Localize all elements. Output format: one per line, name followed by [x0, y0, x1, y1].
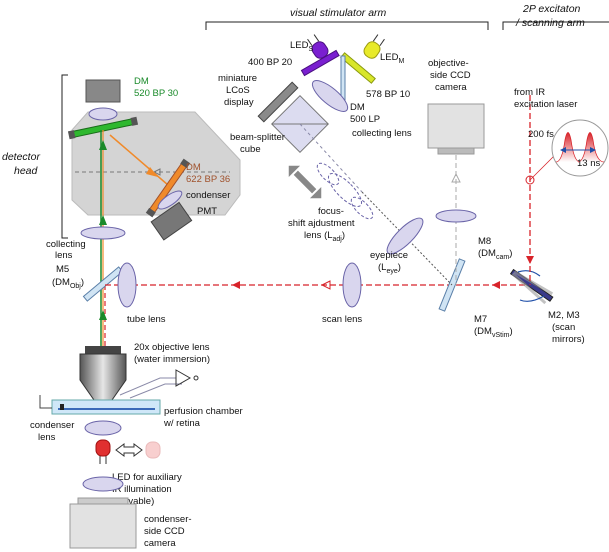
- m8-label-1: M8: [478, 236, 491, 247]
- movable-arrow: [115, 443, 143, 457]
- miniature-label-3: display: [224, 97, 254, 108]
- m5-label-2: (DMObj): [52, 277, 84, 290]
- objective-collar: [85, 346, 121, 354]
- led-ir-label-3: (movable): [112, 496, 154, 507]
- condenser-lens: [84, 420, 122, 436]
- obj-ccd-label-1: objective-: [428, 58, 469, 69]
- m8-label-2: (DMcam): [478, 248, 512, 261]
- eyepiece-lens: [386, 217, 424, 255]
- eyepiece-label-2: (Leye): [378, 262, 401, 275]
- beam-splitter-label-2: cube: [240, 144, 261, 155]
- pulse-inset: [551, 119, 609, 177]
- ir-led-icon: [95, 439, 111, 464]
- m5-label-1: M5: [56, 264, 69, 275]
- cond-ccd-label-3: camera: [144, 538, 176, 549]
- led-ir-label-2: IR illumination: [112, 484, 172, 495]
- scanning-arm-bracket: 2P excitaton / scanning arm: [502, 3, 609, 30]
- focus-label-3: lens (Ladj): [304, 230, 345, 243]
- dm520-label-1: DM: [134, 76, 149, 87]
- objective-label-2: (water immersion): [134, 354, 210, 365]
- objective-label-1: 20x objective lens: [134, 342, 210, 353]
- condenser-side-ccd-camera: [69, 503, 137, 549]
- scan-lens: [342, 262, 362, 308]
- scan-lens-label: scan lens: [322, 314, 362, 325]
- pmt-box: [150, 201, 193, 241]
- dm622-label-1: DM: [186, 162, 201, 173]
- perfusion-label-2: w/ retina: [163, 418, 201, 429]
- m2m3-label-3: mirrors): [552, 334, 585, 345]
- visual-stimulator-bracket: visual stimulator arm: [205, 7, 489, 30]
- detector-head-title-1: detector: [2, 151, 40, 163]
- condenser-lens-label-2: lens: [38, 432, 56, 443]
- led-s-label: LEDS: [290, 40, 313, 53]
- from-ir-label-2: excitation laser: [514, 99, 577, 110]
- tube-lens: [117, 262, 137, 308]
- detector-head-title-2: head: [14, 165, 39, 177]
- filter-400: [300, 49, 340, 77]
- dm520-label-2: 520 BP 30: [134, 88, 178, 99]
- filter-400-label: 400 BP 20: [248, 57, 292, 68]
- filter-578: [340, 52, 376, 84]
- top-detector-box: [85, 79, 121, 103]
- dm622-mirror: [145, 158, 191, 218]
- pmt-condenser-lens: [157, 190, 183, 210]
- focus-label-1: focus-: [318, 206, 344, 217]
- eyepiece-label-1: eyepiece: [370, 250, 408, 261]
- objective-lens: [79, 353, 127, 401]
- m2m3-label-2: (scan: [552, 322, 575, 333]
- bottom-lens: [82, 476, 124, 492]
- scanning-arm-title-1: 2P excitaton: [522, 3, 581, 15]
- cond-ccd-label-1: condenser-: [144, 514, 192, 525]
- dm500-label-2: 500 LP: [350, 114, 380, 125]
- obj-ccd-label-2: side CCD: [430, 70, 471, 81]
- dm622-label-2: 622 BP 36: [186, 174, 230, 185]
- pulse-200-label: 200 fs: [528, 129, 554, 140]
- obj-ccd-label-3: camera: [435, 82, 467, 93]
- camera-lens: [435, 209, 477, 223]
- lcos-display: [257, 81, 299, 123]
- focus-adjust-arrow: [288, 165, 322, 199]
- collecting-lens-detector: [80, 226, 126, 240]
- pulse-13-label: 13 ns: [577, 158, 600, 169]
- objective-side-ccd-camera: [427, 103, 485, 149]
- miniature-label-2: LCoS: [226, 85, 250, 96]
- perfusion-chamber: [39, 369, 199, 415]
- top-condenser-lens: [88, 107, 118, 121]
- led-m-label: LEDM: [380, 52, 404, 65]
- collecting-lens-stim-label: collecting lens: [352, 128, 412, 139]
- condenser-top-label: condenser: [186, 190, 230, 201]
- led-ir-label-1: LED for auxiliary: [112, 472, 182, 483]
- scanning-arm-title-2: / scanning arm: [515, 17, 585, 29]
- visual-stimulator-title: visual stimulator arm: [290, 7, 387, 19]
- cond-ccd-label-2: side CCD: [144, 526, 185, 537]
- led-s-icon: [307, 34, 329, 59]
- m7-label-2: (DMvStim): [474, 326, 513, 339]
- perfusion-label-1: perfusion chamber: [164, 406, 243, 417]
- collecting-lens-label-2: lens: [55, 250, 73, 261]
- m2m3-label-1: M2, M3: [548, 310, 580, 321]
- dm520-mirror: [67, 116, 139, 140]
- condenser-lens-label-1: condenser: [30, 420, 74, 431]
- beam-splitter-label-1: beam-splitter: [230, 132, 285, 143]
- pmt-label: PMT: [197, 206, 217, 217]
- m7-label-1: M7: [474, 314, 487, 325]
- filter-578-label: 578 BP 10: [366, 89, 410, 100]
- ir-led-ghost-icon: [145, 441, 161, 459]
- from-ir-label-1: from IR: [514, 87, 545, 98]
- dm500-label-1: DM: [350, 102, 365, 113]
- tube-lens-label: tube lens: [127, 314, 166, 325]
- collecting-lens-label-1: collecting: [46, 239, 86, 250]
- scan-mirrors: [509, 268, 554, 305]
- focus-label-2: shift ajdustment: [288, 218, 355, 229]
- miniature-label-1: miniature: [218, 73, 257, 84]
- collecting-lens-stim: [311, 80, 349, 112]
- led-m-icon: [363, 34, 385, 59]
- detector-head-bracket: detector head: [2, 74, 68, 239]
- focus-shift-lens: [316, 162, 374, 220]
